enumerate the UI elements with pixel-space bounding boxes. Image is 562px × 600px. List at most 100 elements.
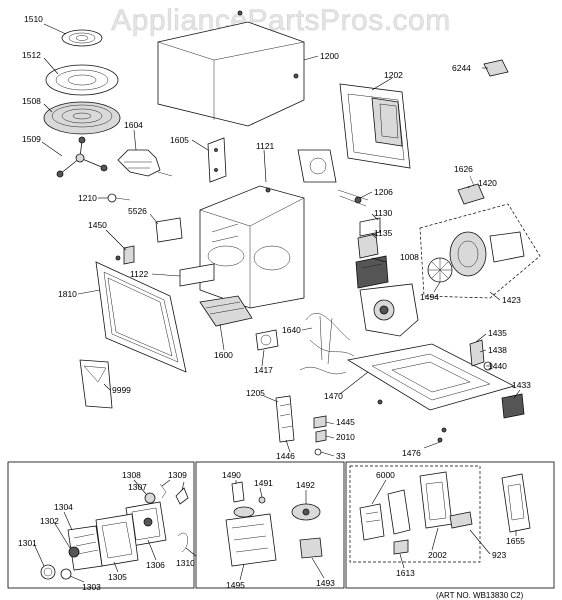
door-frame-1202 xyxy=(339,83,411,169)
label-1306: 1306 xyxy=(146,560,165,570)
label-1509: 1509 xyxy=(22,134,41,144)
label-1210: 1210 xyxy=(78,193,97,203)
label-1604: 1604 xyxy=(124,120,143,130)
label-1435: 1435 xyxy=(488,328,507,338)
label-1310: 1310 xyxy=(176,558,195,568)
label-923: 923 xyxy=(492,550,506,560)
fuse-holder-1130 xyxy=(359,217,381,237)
sensor-1438 xyxy=(469,339,485,367)
label-1309: 1309 xyxy=(168,470,187,480)
label-1303: 1303 xyxy=(82,582,101,592)
label-1301: 1301 xyxy=(18,538,37,548)
label-1308: 1308 xyxy=(122,470,141,480)
wire-harness-1640 xyxy=(299,313,355,375)
label-1446: 1446 xyxy=(276,451,295,461)
switch-1450 xyxy=(123,245,135,265)
hinge-1310 xyxy=(177,532,189,553)
knob-ring-1303 xyxy=(60,568,72,580)
screw-33 xyxy=(314,448,322,456)
label-1135: 1135 xyxy=(374,228,393,238)
label-5526: 5526 xyxy=(128,206,147,216)
label-1302: 1302 xyxy=(40,516,59,526)
blower-housing-1423 xyxy=(449,231,525,277)
label-1200: 1200 xyxy=(320,51,339,61)
label-1600: 1600 xyxy=(214,350,233,360)
panel-right-dashed-border xyxy=(349,465,481,563)
ring-1301 xyxy=(40,564,56,580)
panel-left-box xyxy=(7,461,195,589)
switch-2010 xyxy=(315,429,327,443)
handle-1655 xyxy=(501,473,531,533)
motor-1492 xyxy=(291,503,321,521)
plate-1493 xyxy=(299,537,323,559)
hinge-part xyxy=(449,511,473,529)
capacitor-1135 xyxy=(357,233,379,259)
label-1423: 1423 xyxy=(502,295,521,305)
outer-case-1200 xyxy=(157,10,305,127)
label-1470: 1470 xyxy=(324,391,343,401)
turntable-coupler-1510 xyxy=(61,29,103,47)
label-1613: 1613 xyxy=(396,568,415,578)
glass-tray-1508 xyxy=(43,101,121,135)
label-1494: 1494 xyxy=(420,292,439,302)
label-1605: 1605 xyxy=(170,135,189,145)
door-panel-part xyxy=(419,471,453,529)
label-1510: 1510 xyxy=(24,14,43,24)
label-1304: 1304 xyxy=(54,502,73,512)
heater-1604 xyxy=(117,149,173,177)
label-1490: 1490 xyxy=(222,470,241,480)
fan-1309 xyxy=(175,487,189,505)
label-1493: 1493 xyxy=(316,578,335,588)
drive-assembly-1495 xyxy=(225,506,277,567)
stirrer-1490 xyxy=(231,481,245,503)
label-1008: 1008 xyxy=(400,252,419,262)
label-2002: 2002 xyxy=(428,550,447,560)
label-2010: 2010 xyxy=(336,432,355,442)
label-1492: 1492 xyxy=(296,480,315,490)
watermark-text: AppliancePartsPros.com xyxy=(111,4,450,37)
bushing-1491 xyxy=(258,496,266,504)
label-1417: 1417 xyxy=(254,365,273,375)
label-33: 33 xyxy=(336,451,346,461)
label-6000: 6000 xyxy=(376,470,395,480)
label-1202: 1202 xyxy=(384,70,403,80)
label-1121: 1121 xyxy=(256,141,275,151)
oven-cavity xyxy=(199,185,305,309)
label-1433: 1433 xyxy=(512,380,531,390)
control-frame-1305 xyxy=(95,513,139,567)
fan-motor-1626 xyxy=(457,175,485,205)
label-1205: 1205 xyxy=(246,388,265,398)
label-1305: 1305 xyxy=(108,572,127,582)
label-1420: 1420 xyxy=(478,178,497,188)
base-plate-1470 xyxy=(346,343,516,443)
label-1508: 1508 xyxy=(22,96,41,106)
label-1445: 1445 xyxy=(336,417,355,427)
label-1626: 1626 xyxy=(454,164,473,174)
label-1491: 1491 xyxy=(254,478,273,488)
turntable-ring-1512 xyxy=(45,64,119,96)
cover-plate-5526 xyxy=(155,217,183,243)
label-1206: 1206 xyxy=(374,187,393,197)
label-6244: 6244 xyxy=(452,63,471,73)
label-1450: 1450 xyxy=(88,220,107,230)
label-1495: 1495 xyxy=(226,580,245,590)
label-1440: 1440 xyxy=(488,361,507,371)
roller-guide-1509 xyxy=(56,136,108,178)
blower-enclosure-dashed xyxy=(419,203,541,299)
knob-1307 xyxy=(144,492,156,504)
light-assembly-1600 xyxy=(199,295,253,327)
vent-grille-1206 xyxy=(297,149,369,207)
bracket-1605 xyxy=(207,137,227,183)
label-1122 xyxy=(179,263,215,287)
magnetron-assembly xyxy=(359,283,419,337)
fan-blade-1494 xyxy=(427,257,453,283)
encoder-1302 xyxy=(68,546,80,558)
door-assembly-1810 xyxy=(95,255,187,373)
coupler-1210 xyxy=(107,193,131,203)
label-9999: 9999 xyxy=(112,385,131,395)
leader-lines xyxy=(33,23,521,583)
label-1122: 1122 xyxy=(130,269,149,279)
panel-middle-box xyxy=(195,461,345,589)
bezel-6000 xyxy=(359,503,385,541)
